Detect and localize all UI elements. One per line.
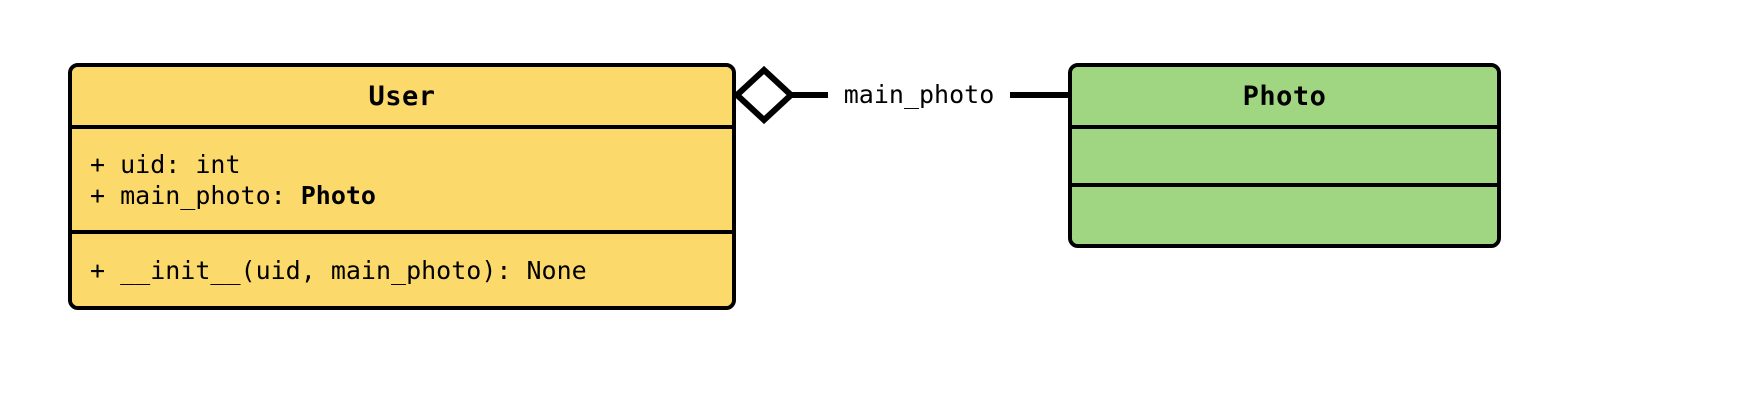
methods-compartment-user: + __init__(uid, main_photo): None [72,230,732,306]
methods-compartment-photo [1072,183,1497,244]
method-row: + __init__(uid, main_photo): None [90,255,587,285]
aggregation-diamond-icon [732,65,796,125]
class-box-photo[interactable]: Photo [1068,63,1501,248]
attribute-prefix: + main_photo: [90,180,301,210]
attribute-row: + main_photo: Photo [90,180,714,211]
attributes-compartment-user: + uid: int + main_photo: Photo [72,125,732,230]
class-box-user[interactable]: User + uid: int + main_photo: Photo + __… [68,63,736,310]
attribute-row: + uid: int [90,149,241,179]
class-title-user: User [72,67,732,125]
class-title-photo: Photo [1072,67,1497,125]
attribute-type: Photo [300,180,376,210]
attributes-compartment-photo [1072,125,1497,183]
association-label: main_photo [843,80,995,109]
